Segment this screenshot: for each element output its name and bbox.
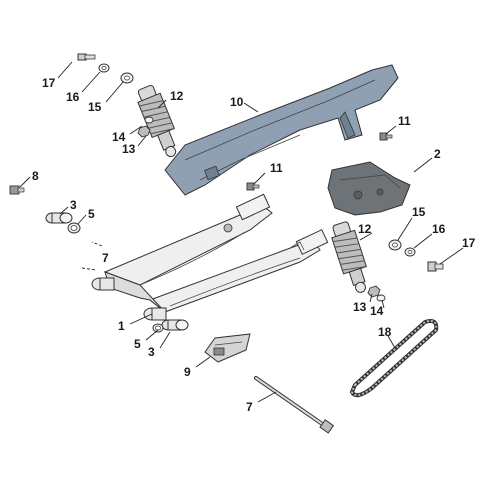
callout-5-upper: 5 <box>88 207 95 221</box>
callout-7-upper: 7 <box>102 251 109 265</box>
callout-11-lower: 11 <box>270 161 283 175</box>
bushing-3-lower-part <box>161 319 189 331</box>
seal-5-upper-part <box>67 222 81 234</box>
leader-lines <box>19 61 464 403</box>
swingarm-part <box>103 193 329 313</box>
shock-absorber-lower-part <box>331 221 367 293</box>
bushing-3-upper-part <box>45 212 73 224</box>
callout-12-upper: 12 <box>170 89 184 103</box>
callout-14-upper: 14 <box>112 130 126 144</box>
callout-13-lower: 13 <box>353 300 367 314</box>
callout-1: 1 <box>118 319 125 333</box>
callout-11-upper: 11 <box>398 114 411 128</box>
bolt-8-part <box>9 185 25 195</box>
bolt-17-upper-part <box>77 53 96 61</box>
callout-12-lower: 12 <box>358 222 372 236</box>
callout-16-lower: 16 <box>432 222 446 236</box>
callout-7-lower: 7 <box>246 400 253 414</box>
callout-2: 2 <box>434 147 441 161</box>
callout-9: 9 <box>184 365 191 379</box>
pivot-axle-part <box>254 376 335 434</box>
callout-17-upper: 17 <box>42 76 56 90</box>
pivot-collar-lower-part <box>143 307 167 321</box>
chain-slider-part <box>204 333 251 363</box>
washer-15-lower-part <box>388 239 402 251</box>
callout-17-lower: 17 <box>462 236 476 250</box>
seal-5-lower-part <box>152 323 164 333</box>
washer-14-lower-part <box>376 294 386 302</box>
nut-13-upper-part <box>137 125 151 138</box>
callout-15-lower: 15 <box>412 205 426 219</box>
callout-15-upper: 15 <box>88 100 102 114</box>
bolt-11-upper-part <box>379 132 393 141</box>
washer-16-upper-part <box>98 63 110 73</box>
bolt-17-lower-part <box>427 261 444 272</box>
callout-13-upper: 13 <box>122 142 136 156</box>
sprocket-cover-part <box>327 161 411 216</box>
callout-16-upper: 16 <box>66 90 80 104</box>
bolt-11-lower-part <box>246 182 260 191</box>
drive-chain-part <box>349 319 439 398</box>
pivot-collar-upper-part <box>91 277 115 291</box>
nut-13-lower-part <box>367 285 381 298</box>
callout-numbers: 17 16 15 12 14 13 10 11 2 11 8 3 5 7 12 … <box>32 76 476 414</box>
callout-3-lower: 3 <box>148 345 155 359</box>
callout-10: 10 <box>230 95 244 109</box>
callout-18: 18 <box>378 325 392 339</box>
callout-3-upper: 3 <box>70 198 77 212</box>
washer-15-upper-part <box>120 72 134 84</box>
washer-14-upper-part <box>144 116 154 124</box>
callout-14-lower: 14 <box>370 304 384 318</box>
chain-guard-part <box>164 64 399 196</box>
shock-absorber-upper-part <box>137 84 177 158</box>
washer-16-lower-part <box>404 247 416 257</box>
callout-5-lower: 5 <box>134 337 141 351</box>
callout-8: 8 <box>32 169 39 183</box>
